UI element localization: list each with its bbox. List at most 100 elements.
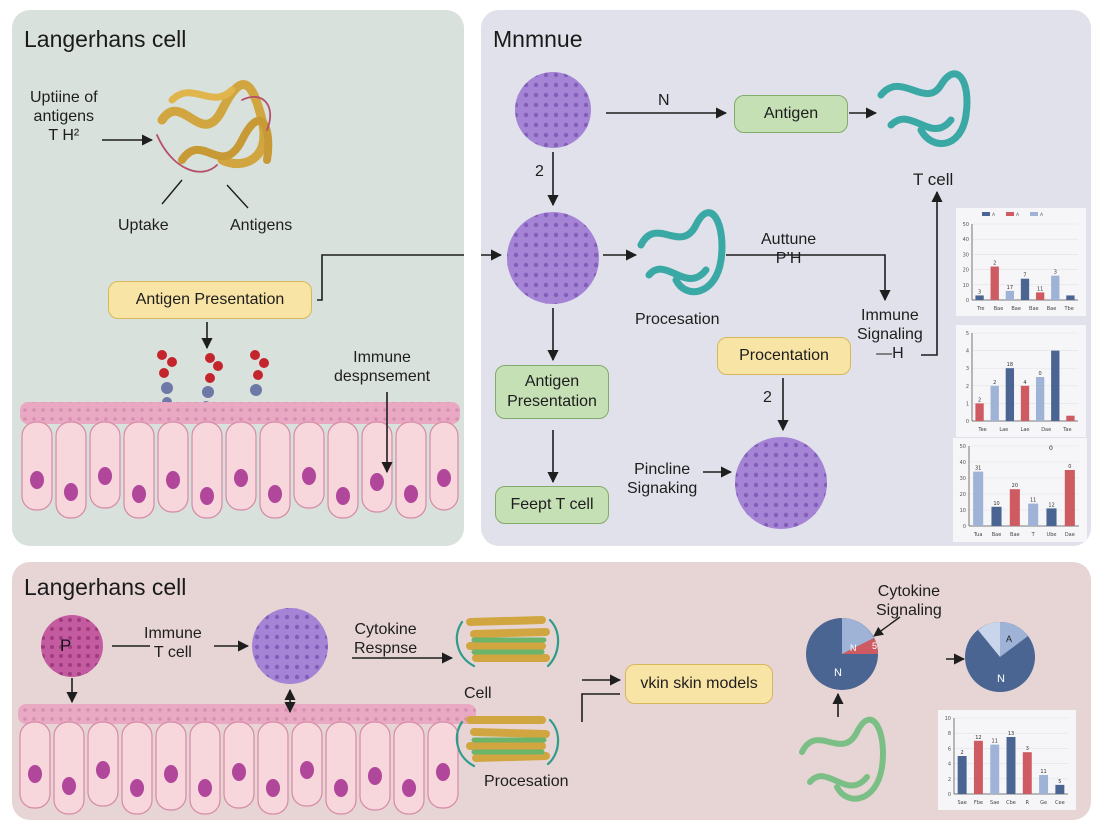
cytokine-pie-chart-1: 5 N N [806, 618, 878, 690]
value-label: 11 [992, 739, 998, 745]
x-tick-label: Ge [1040, 800, 1047, 806]
value-label: 11 [1040, 769, 1046, 775]
value-label: 11 [1037, 286, 1043, 292]
value-label: 13 [1008, 731, 1014, 737]
y-tick-label: 10 [960, 508, 966, 514]
bar [1020, 385, 1030, 421]
pincline-label: Pincline Signaking [627, 461, 698, 497]
bar [990, 266, 999, 300]
antigens-label: Antigens [230, 217, 293, 234]
legend-label: A [992, 212, 996, 218]
cell-p-label: P [60, 636, 72, 655]
y-tick-label: 50 [963, 222, 969, 228]
x-tick-label: Bae [994, 306, 1004, 312]
magenta-cell [41, 615, 103, 677]
immune-cell-bottom [735, 437, 827, 529]
cytokine-signaling-pointer [873, 616, 901, 637]
x-tick-label: T [1031, 532, 1036, 538]
x-tick-label: Sae [990, 800, 999, 806]
procesation-label: Procesation [635, 311, 720, 328]
antigen-presentation-box: Antigen Presentation [495, 365, 609, 419]
bar [1051, 275, 1060, 300]
x-tick-label: Fbe [974, 800, 983, 806]
uptake-label: Uptake [118, 217, 169, 234]
bar [1028, 503, 1039, 526]
arrow-n-label: N [658, 92, 670, 109]
step-2-label: 2 [535, 163, 544, 180]
x-tick-label: Bae [1029, 306, 1039, 312]
value-label: 2 [978, 397, 981, 403]
bar [975, 403, 984, 421]
immune-t-cell-label: Immune T cell [144, 625, 202, 661]
value-label: 3 [978, 289, 981, 295]
autune-label: Auttune P’H [761, 231, 817, 267]
immune-cell-top [515, 72, 591, 148]
legend-label: A [1040, 212, 1044, 218]
value-label: 12 [1048, 502, 1054, 508]
panel-title: Langerhans cell [24, 574, 187, 600]
y-tick-label: 6 [948, 746, 951, 752]
y-tick-label: 0 [966, 419, 969, 425]
antigen-molecules [157, 350, 269, 411]
x-tick-label: Tua [973, 532, 983, 538]
antigen-presentation-box: Antigen Presentation [108, 281, 312, 319]
bar [957, 756, 967, 794]
bar [1046, 508, 1057, 526]
value-label: 4 [1023, 380, 1026, 386]
signaling-to-tcell-arrow [921, 190, 943, 356]
value-label: 20 [1012, 483, 1018, 489]
value-label: 7 [1023, 273, 1026, 279]
y-tick-label: 3 [966, 366, 969, 372]
y-tick-label: 20 [963, 268, 969, 274]
value-label: 0 [1039, 371, 1042, 377]
green-protein-icon [799, 716, 886, 802]
bar [1066, 295, 1075, 300]
presentation-connector [317, 254, 464, 301]
bar [975, 295, 984, 300]
skin-models-box: vkin skin models [625, 664, 773, 704]
y-tick-label: 50 [960, 444, 966, 450]
immune-signaling-label: Immune Signaling —H [857, 307, 923, 362]
immune-pathway-diagram [481, 70, 971, 529]
x-tick-label: Bae [1010, 532, 1020, 538]
bar [990, 385, 999, 421]
bar [1009, 489, 1020, 526]
value-label: 31 [975, 466, 981, 472]
value-label: 2 [993, 380, 996, 386]
x-tick-label: R [1026, 800, 1030, 806]
bar [1039, 775, 1049, 794]
pie2-label-n: N [997, 673, 1005, 685]
y-tick-label: 2 [948, 777, 951, 783]
y-tick-label: 4 [948, 762, 951, 768]
y-tick-label: 0 [948, 792, 951, 798]
y-tick-label: 20 [960, 492, 966, 498]
x-tick-label: Lae [999, 427, 1008, 433]
x-tick-label: Sae [957, 800, 966, 806]
x-tick-label: Tae [1062, 427, 1071, 433]
immune-cell-middle [507, 212, 599, 304]
x-tick-label: Bae [1047, 306, 1057, 312]
y-tick-label: 2 [966, 384, 969, 390]
x-tick-label: Bae [1011, 306, 1021, 312]
panel-title: Langerhans cell [24, 26, 187, 52]
skin-epithelium-bottom [18, 704, 476, 815]
bar [1051, 350, 1060, 421]
cytokine-response-label: Cytokine Respnse [354, 621, 418, 657]
legend-swatch [1030, 212, 1038, 216]
value-label: 3 [1026, 746, 1029, 752]
y-tick-label: 5 [966, 331, 969, 337]
y-tick-label: 40 [960, 460, 966, 466]
uptake-pointer [161, 179, 183, 205]
value-label: 0 [1068, 464, 1071, 470]
bar [1006, 737, 1016, 794]
x-tick-label: Tee [977, 427, 986, 433]
pie1-label-n: N [834, 667, 842, 679]
pie1-label-n-small: N [850, 643, 857, 653]
bar [1020, 278, 1030, 300]
immune-label: Immune despnsement [334, 349, 431, 385]
bar [991, 506, 1002, 526]
